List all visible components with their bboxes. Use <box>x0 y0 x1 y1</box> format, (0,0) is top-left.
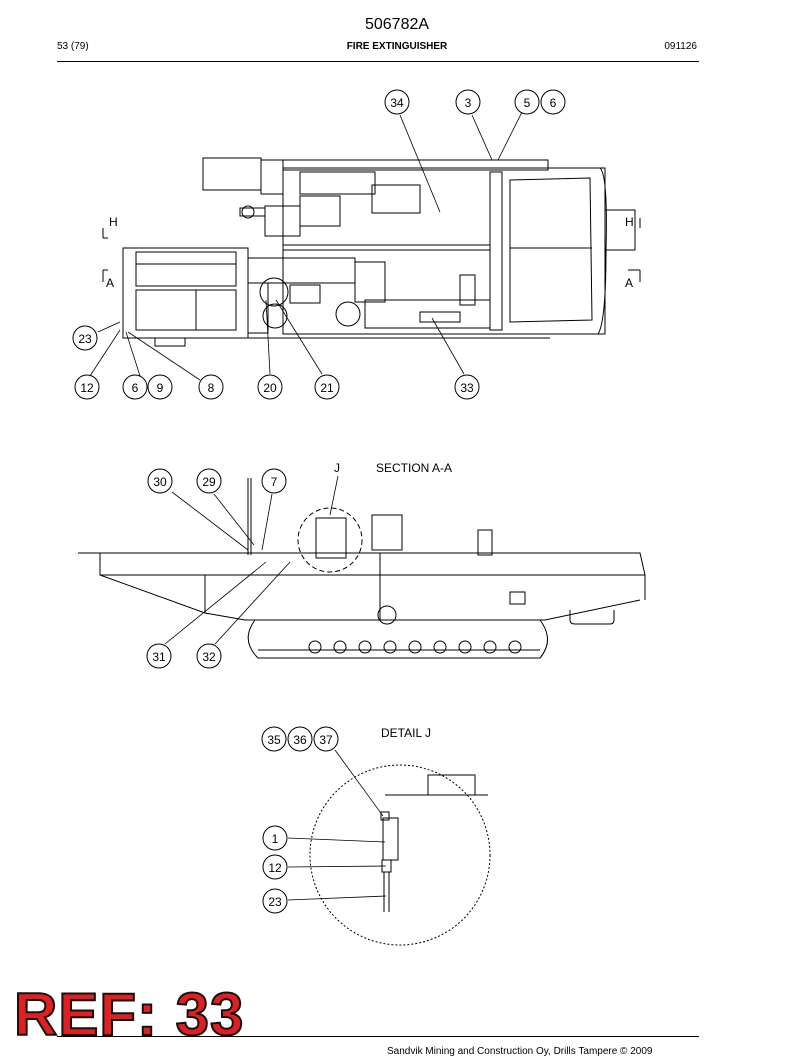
section-marker-h-left: H <box>109 215 118 229</box>
svg-text:7: 7 <box>271 475 278 489</box>
balloon-23-detail: 23 <box>262 888 288 914</box>
balloon-23: 23 <box>72 325 98 351</box>
balloon-12: 12 <box>74 374 100 400</box>
svg-text:6: 6 <box>550 96 557 110</box>
balloon-12-detail: 12 <box>262 854 288 880</box>
balloon-20: 20 <box>257 374 283 400</box>
balloon-32: 32 <box>196 643 222 669</box>
document-title: FIRE EXTINGUISHER <box>346 41 448 52</box>
balloon-29: 29 <box>196 468 222 494</box>
section-view-drawing <box>78 478 646 659</box>
svg-text:20: 20 <box>263 381 277 395</box>
detail-title: DETAIL J <box>381 726 431 740</box>
balloon-3: 3 <box>455 89 481 115</box>
svg-text:32: 32 <box>202 650 216 664</box>
balloon-30: 30 <box>147 468 173 494</box>
svg-text:3: 3 <box>465 96 472 110</box>
top-view-drawing <box>102 157 641 347</box>
leader-lines <box>89 111 523 901</box>
section-marker-a-right: A <box>625 276 633 290</box>
svg-text:37: 37 <box>319 733 333 747</box>
balloon-34: 34 <box>384 89 410 115</box>
section-title: SECTION A-A <box>376 461 452 475</box>
balloon-5: 5 <box>514 89 540 115</box>
balloon-7: 7 <box>261 468 287 494</box>
section-marker-a-left: A <box>106 276 114 290</box>
svg-text:35: 35 <box>267 733 281 747</box>
balloon-6-lower: 6 <box>122 374 148 400</box>
svg-text:1: 1 <box>272 832 279 846</box>
balloon-31: 31 <box>146 643 172 669</box>
detail-marker-j: J <box>334 461 340 475</box>
balloon-35: 35 <box>261 726 287 752</box>
svg-text:29: 29 <box>202 475 216 489</box>
svg-text:34: 34 <box>390 96 404 110</box>
balloon-9: 9 <box>147 374 173 400</box>
footer-rule <box>57 1036 699 1037</box>
svg-text:23: 23 <box>78 332 92 346</box>
svg-text:8: 8 <box>208 381 215 395</box>
balloon-33: 33 <box>454 374 480 400</box>
balloon-8: 8 <box>198 374 224 400</box>
svg-text:21: 21 <box>320 381 334 395</box>
section-marker-h-right: H <box>625 215 634 229</box>
svg-text:31: 31 <box>152 650 166 664</box>
svg-text:23: 23 <box>268 895 282 909</box>
document-number: 506782A <box>364 16 430 33</box>
header-rule <box>57 61 699 62</box>
svg-text:12: 12 <box>268 861 282 875</box>
svg-text:12: 12 <box>80 381 94 395</box>
balloon-37: 37 <box>313 726 339 752</box>
document-date: 091126 <box>664 41 697 52</box>
ref-stamp: REF: 33 <box>13 981 245 1048</box>
balloons: 34 3 5 6 23 12 6 9 8 20 21 33 30 29 7 31… <box>72 89 566 914</box>
balloon-6: 6 <box>540 89 566 115</box>
svg-text:5: 5 <box>524 96 531 110</box>
svg-text:36: 36 <box>293 733 307 747</box>
balloon-36: 36 <box>287 726 313 752</box>
balloon-1: 1 <box>262 825 288 851</box>
svg-text:6: 6 <box>132 381 139 395</box>
svg-text:33: 33 <box>460 381 474 395</box>
detail-view-drawing <box>309 764 491 946</box>
balloon-21: 21 <box>314 374 340 400</box>
footer-copyright: Sandvik Mining and Construction Oy, Dril… <box>387 1046 653 1057</box>
svg-text:30: 30 <box>153 475 167 489</box>
svg-text:9: 9 <box>157 381 164 395</box>
track-rollers <box>308 640 522 654</box>
page-number: 53 (79) <box>57 41 89 52</box>
